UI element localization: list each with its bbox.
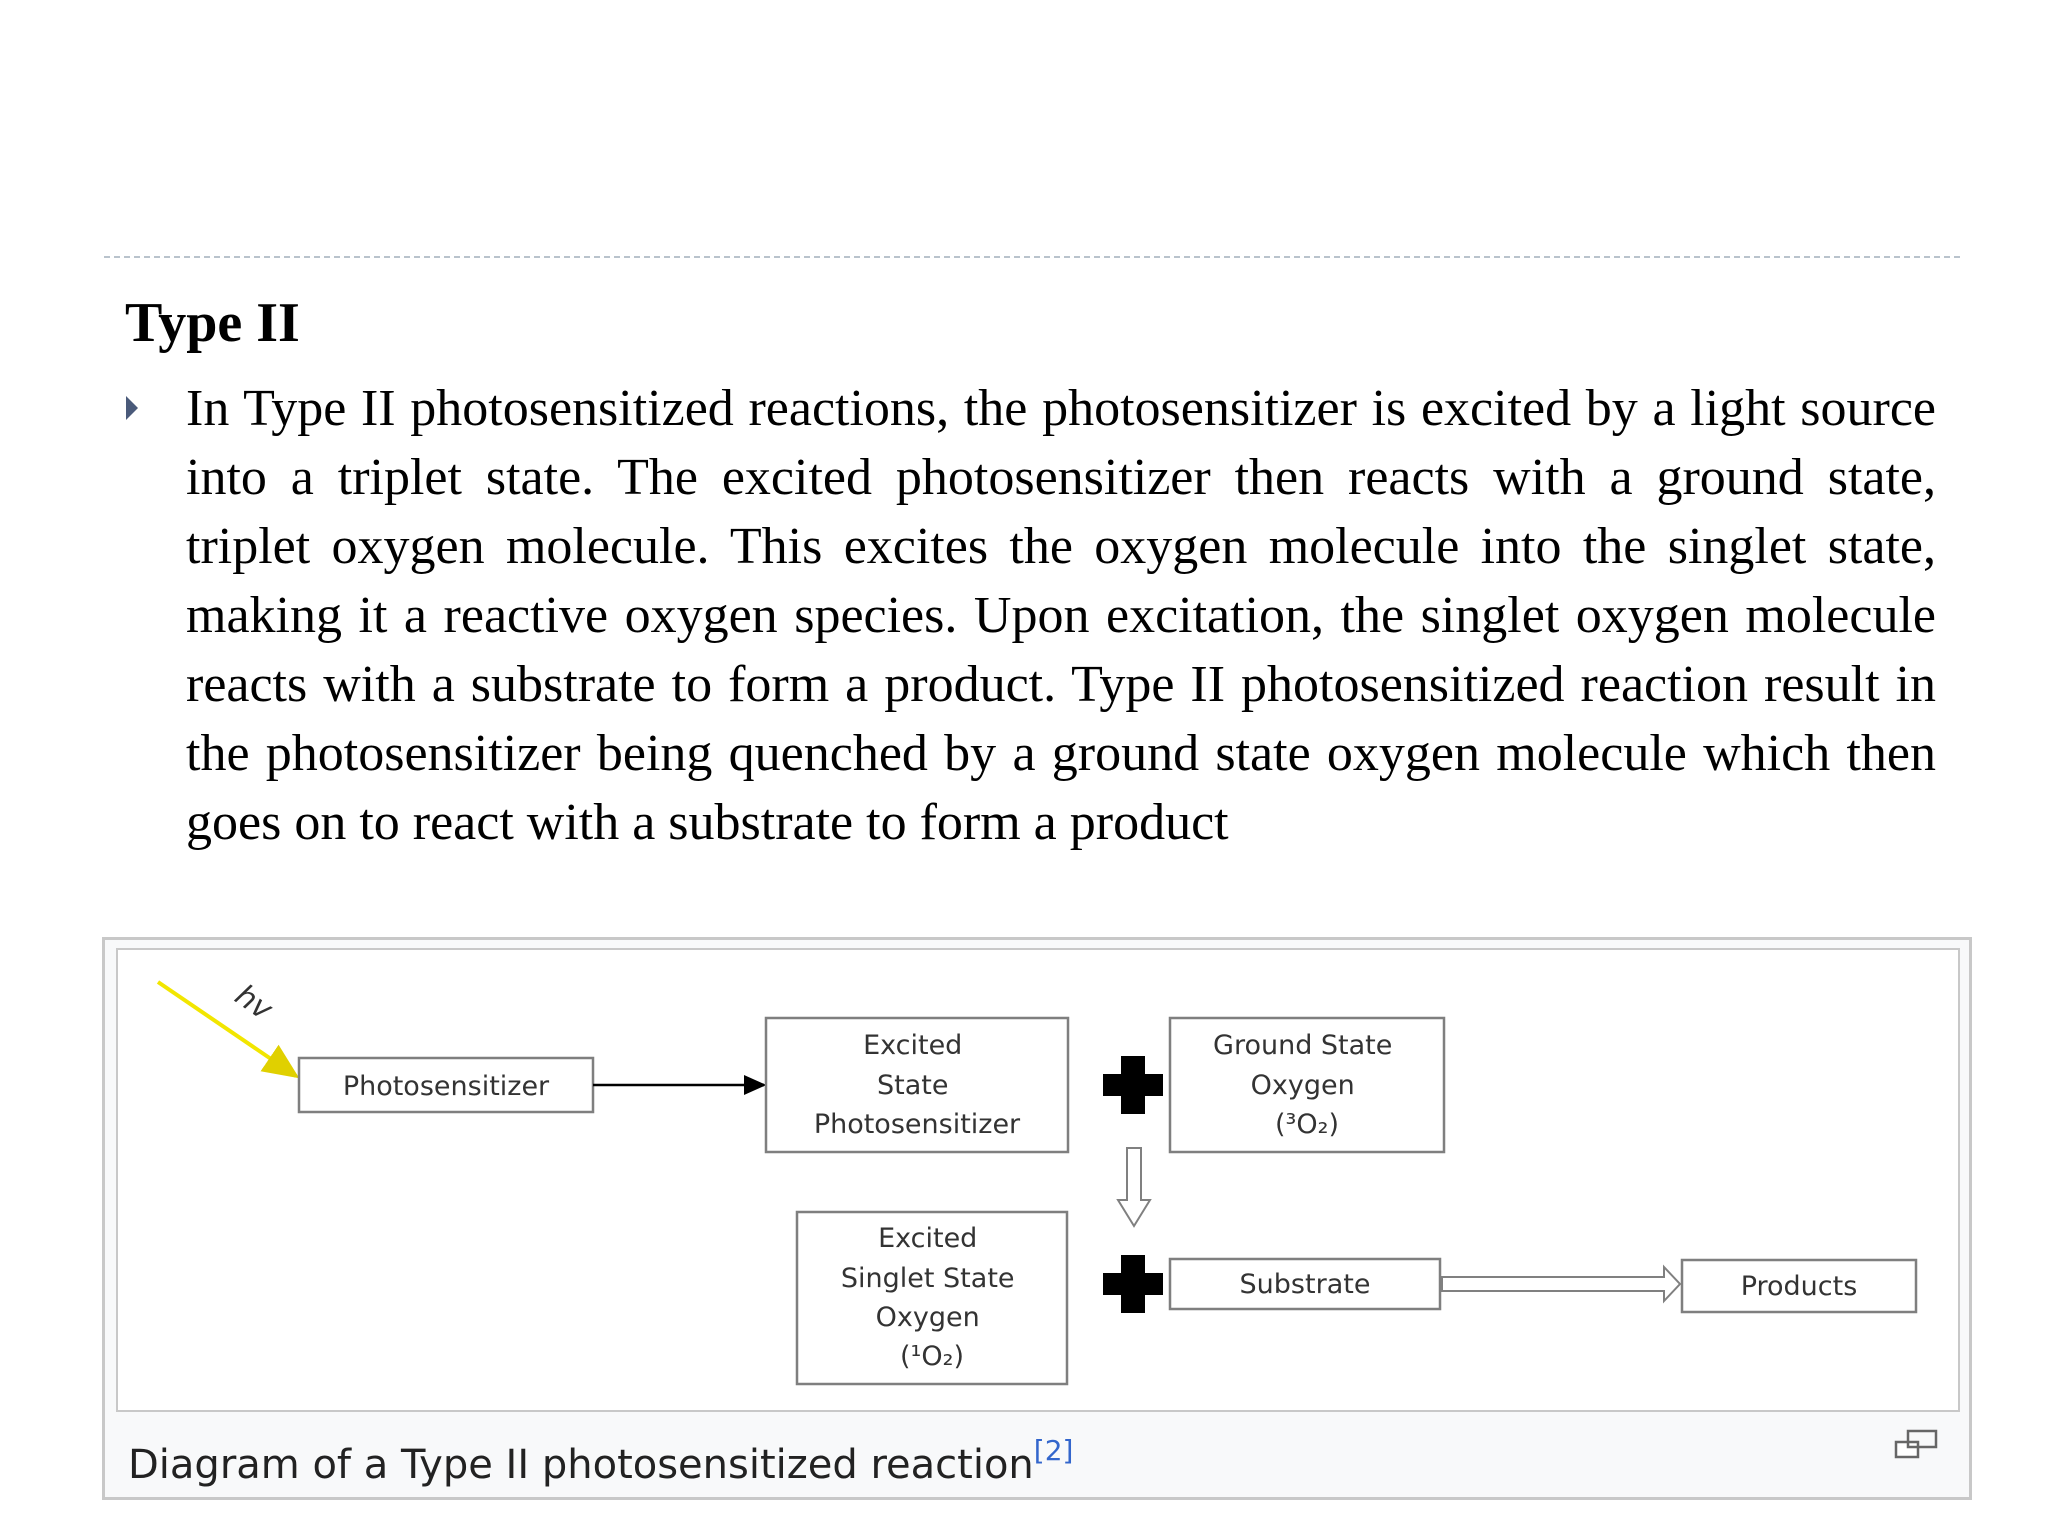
bullet-arrow-icon [126,396,138,420]
right-arrow-icon [1441,1264,1682,1304]
slide-heading: Type II [125,292,300,354]
plus-icon [1103,1255,1163,1313]
products-label: Products [1741,1271,1858,1302]
excited-ps-line-3: Photosensitizer [814,1109,1021,1140]
singlet-oxygen-line-1: Excited [878,1223,977,1254]
singlet-oxygen-line-4: (¹O₂) [900,1341,964,1372]
ground-oxygen-line-3: (³O₂) [1275,1109,1339,1140]
products-box [1680,1258,1918,1314]
excited-photosensitizer-box [764,1016,1070,1154]
light-ray [156,980,300,1079]
reference-link[interactable]: [2] [1033,1434,1074,1467]
enlarge-icon[interactable] [1894,1428,1940,1460]
photosensitizer-label: Photosensitizer [343,1071,550,1102]
svg-text:Excited Singlet State: Excited Singlet State Oxygen (¹O₂) [841,1223,1023,1372]
singlet-oxygen-box [795,1210,1069,1386]
singlet-oxygen-line-2: Singlet State [841,1263,1015,1294]
figure-caption: Diagram of a Type II photosensitized rea… [128,1424,1073,1492]
ground-oxygen-line-2: Oxygen [1251,1070,1355,1101]
ground-oxygen-line-1: Ground State [1213,1030,1392,1061]
substrate-box [1168,1257,1442,1311]
singlet-oxygen-line-3: Oxygen [876,1302,980,1333]
ground-oxygen-box [1168,1016,1446,1154]
down-arrow-icon [1116,1147,1152,1228]
caption-text: Diagram of a Type II photosensitized rea… [128,1442,1034,1488]
svg-text:Ground State Oxygen (³: Ground State Oxygen (³O₂) [1213,1030,1401,1140]
svg-text:Excited State Photosen: Excited State Photosensitizer [814,1030,1021,1140]
excited-ps-line-1: Excited [863,1030,962,1061]
plus-icon [1103,1056,1163,1114]
excited-ps-line-2: State [877,1070,948,1101]
slide-divider [104,256,1960,258]
light-label: hv [228,978,279,1028]
reaction-diagram: hv Photosensitizer Excited State Photose… [156,978,1918,1386]
substrate-label: Substrate [1240,1269,1371,1300]
photosensitizer-box [297,1056,595,1114]
slide-body-text: In Type II photosensitized reactions, th… [186,380,1936,851]
